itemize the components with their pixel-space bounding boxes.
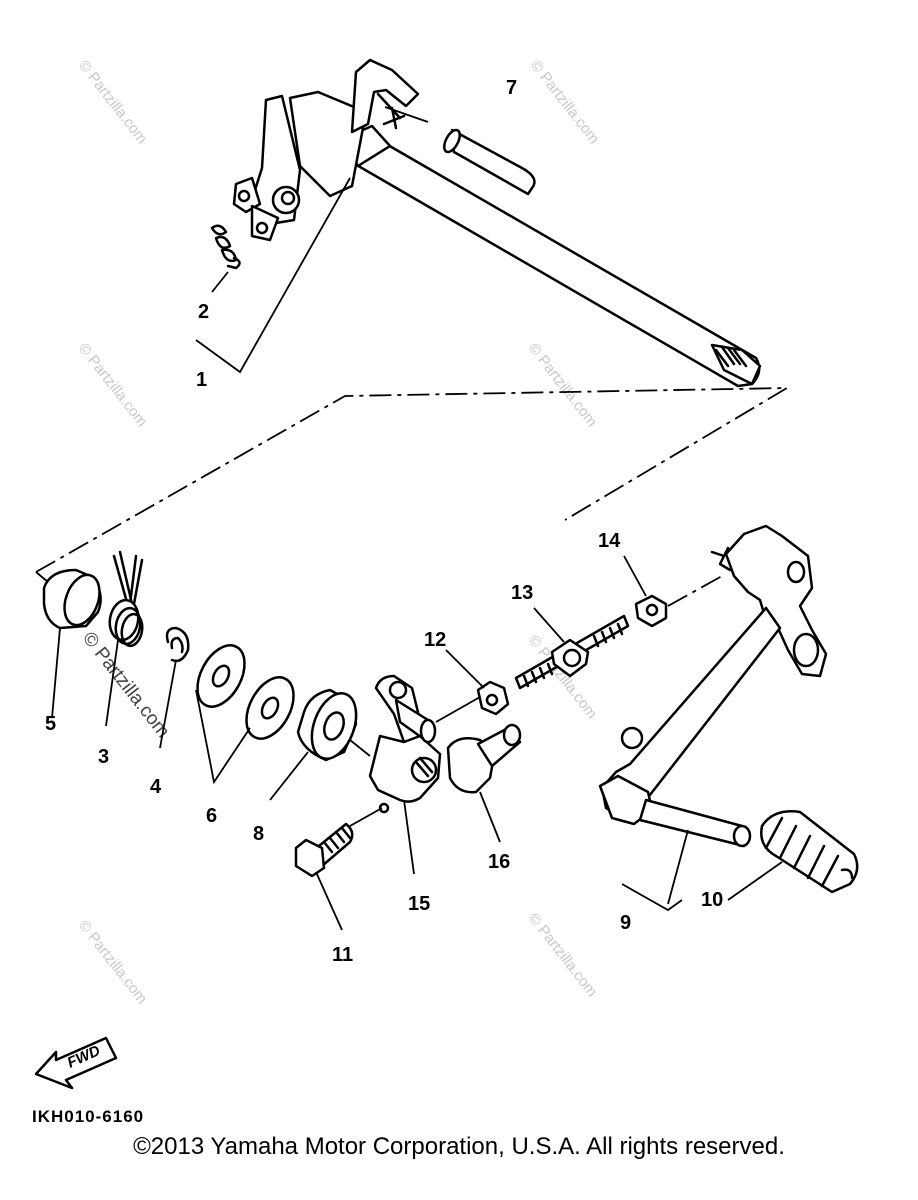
part-1-shift-shaft — [195, 58, 762, 388]
callout-13: 13 — [511, 582, 533, 604]
watermark: © Partzilla.com — [75, 340, 151, 430]
copyright-notice: ©2013 Yamaha Motor Corporation, U.S.A. A… — [133, 1133, 785, 1160]
part-16-cap — [446, 723, 522, 843]
part-3-torsion-spring — [105, 550, 144, 727]
part-12-nut — [445, 649, 510, 716]
part-8-oil-seal — [269, 688, 371, 801]
watermark: © Partzilla.com — [75, 917, 151, 1007]
callout-12: 12 — [424, 629, 446, 651]
callout-15: 15 — [408, 893, 430, 915]
callout-11: 11 — [332, 944, 353, 966]
callout-14: 14 — [598, 530, 621, 552]
part-13-rod — [514, 607, 630, 690]
diagram-code: IKH010-6160 — [32, 1107, 144, 1126]
callout-4: 4 — [150, 776, 162, 798]
callout-6: 6 — [206, 805, 217, 827]
watermark: © Partzilla.com — [527, 57, 603, 147]
fwd-arrow-icon: FWD — [34, 1036, 118, 1090]
watermark: © Partzilla.com — [75, 57, 151, 147]
part-7-pin — [384, 106, 536, 196]
part-4-circlip — [159, 626, 190, 749]
part-10-pedal-rubber — [727, 810, 859, 901]
callout-9: 9 — [620, 912, 631, 934]
callout-8: 8 — [253, 823, 264, 845]
part-14-nut — [623, 555, 723, 628]
callout-5: 5 — [45, 713, 56, 735]
part-6-washers — [195, 644, 295, 785]
callout-7: 7 — [506, 77, 517, 99]
callout-16: 16 — [488, 851, 510, 873]
callout-2: 2 — [198, 301, 209, 323]
watermark: © Partzilla.com — [525, 910, 601, 1000]
watermark: © Partzilla.com — [525, 340, 601, 430]
part-5-collar — [42, 568, 102, 719]
part-9-shift-pedal — [598, 524, 828, 912]
callout-numbers: 1 2 3 4 5 6 7 8 9 10 11 12 13 14 15 16 — [45, 77, 723, 966]
part-2-spring — [210, 224, 241, 293]
part-11-bolt — [294, 807, 383, 931]
part-15-shift-arm — [368, 674, 481, 875]
callout-1: 1 — [196, 369, 207, 391]
callout-10: 10 — [701, 889, 723, 911]
callout-3: 3 — [98, 746, 109, 768]
group-outline — [35, 387, 791, 583]
